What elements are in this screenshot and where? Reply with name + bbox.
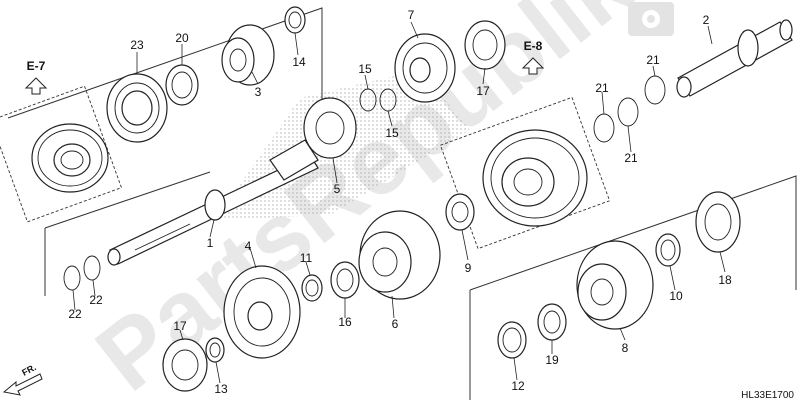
label-part-10: 10 <box>669 289 683 303</box>
label-part-19: 19 <box>545 353 559 367</box>
arrow-up-icon <box>521 57 545 75</box>
label-part-4: 4 <box>245 239 252 253</box>
lower-assembly-frame-base <box>44 171 211 229</box>
label-part-5: 5 <box>334 182 341 196</box>
label-part-22b: 22 <box>89 293 103 307</box>
arrow-front-icon <box>2 373 43 396</box>
label-part-21c: 21 <box>624 151 638 165</box>
label-part-17a: 17 <box>476 84 490 98</box>
label-part-16: 16 <box>338 315 352 329</box>
label-part-2: 2 <box>703 13 710 27</box>
washer-13-icon <box>205 337 225 363</box>
label-part-17b: 17 <box>173 319 187 333</box>
label-part-18: 18 <box>718 273 732 287</box>
label-part-1: 1 <box>207 236 214 250</box>
part-labels: 1 2 3 4 5 6 7 8 9 10 11 12 13 14 15 15 1… <box>68 8 732 396</box>
diagram-code: HL33E1700 <box>741 390 794 401</box>
needle-bearing-16-icon <box>330 261 360 299</box>
gear-3-icon <box>221 24 275 86</box>
label-part-14: 14 <box>292 55 306 69</box>
main-shaft-icon <box>107 139 319 266</box>
label-part-3: 3 <box>255 85 262 99</box>
washer-11-icon <box>301 274 323 302</box>
bearing-17-upper-icon <box>464 20 506 70</box>
label-part-21b: 21 <box>595 81 609 95</box>
gear-6-icon <box>358 210 441 300</box>
washer-10-icon <box>655 233 681 267</box>
e7-inset: E-7 <box>0 59 123 223</box>
right-assembly-frame <box>469 175 797 291</box>
leader-lines <box>72 21 726 384</box>
gear-7-icon <box>394 33 456 103</box>
gear-5-icon <box>303 97 357 159</box>
label-part-15b: 15 <box>385 126 399 140</box>
bearing-23-icon <box>106 73 168 143</box>
label-part-21a: 21 <box>646 53 660 67</box>
label-part-9: 9 <box>465 261 472 275</box>
bearing-17-lower-icon <box>162 338 208 392</box>
label-part-7: 7 <box>408 8 415 22</box>
washer-12-icon <box>497 321 527 359</box>
label-part-11: 11 <box>300 251 313 265</box>
label-part-8: 8 <box>622 341 629 355</box>
washer-9-icon <box>445 193 475 231</box>
gear-4-icon <box>223 265 301 359</box>
front-direction-arrow: FR. <box>2 362 43 396</box>
ref-e8-label: E-8 <box>524 39 543 53</box>
e8-inset: E-8 <box>439 39 611 250</box>
label-part-20: 20 <box>175 31 189 45</box>
bearing-18-icon <box>695 191 741 253</box>
washer-22-icon <box>63 255 101 291</box>
upper-assembly-frame <box>7 7 323 119</box>
needle-bearing-20-icon <box>165 64 199 106</box>
washer-14-icon <box>284 6 306 34</box>
needle-bearing-19-icon <box>537 303 567 341</box>
label-part-15a: 15 <box>358 62 372 76</box>
label-part-6: 6 <box>392 317 399 331</box>
e7-gear <box>31 123 109 193</box>
front-label: FR. <box>20 362 37 378</box>
watermark-logo <box>628 2 674 36</box>
label-part-22a: 22 <box>68 307 82 321</box>
e8-clutch-drum-icon <box>482 129 588 227</box>
label-part-23: 23 <box>130 38 144 52</box>
label-part-13: 13 <box>214 382 228 396</box>
label-part-12: 12 <box>511 379 525 393</box>
gear-8-icon <box>576 240 654 330</box>
countershaft-icon <box>676 19 793 98</box>
arrow-up-icon <box>24 77 48 95</box>
ref-e7-label: E-7 <box>27 59 46 73</box>
